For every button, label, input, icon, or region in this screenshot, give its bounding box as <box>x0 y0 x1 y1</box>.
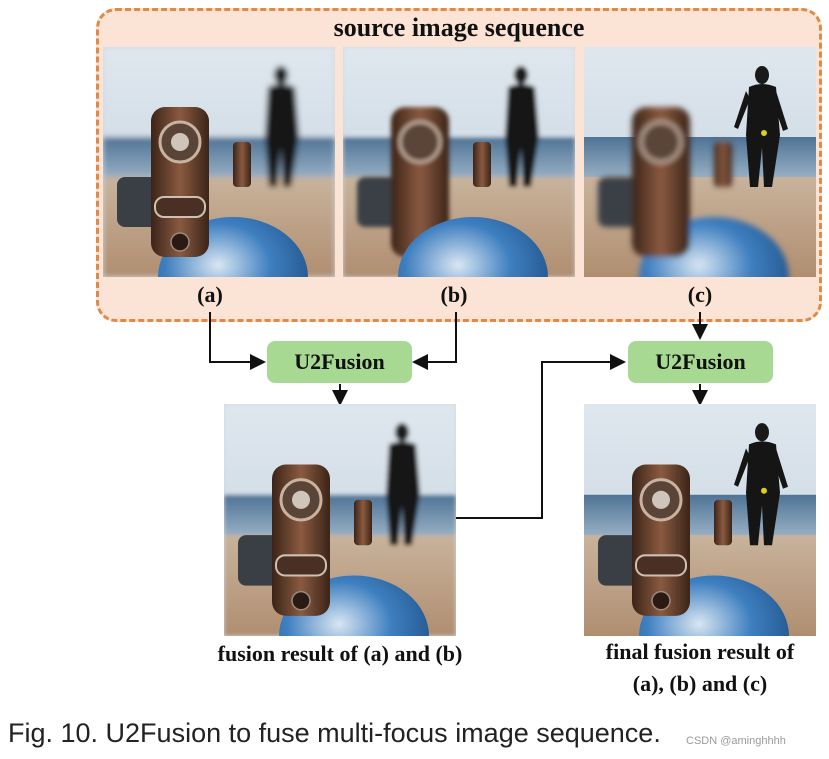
fusion-result-ab-image <box>224 404 456 636</box>
label-c: (c) <box>670 282 730 308</box>
source-group-title: source image sequence <box>96 13 822 43</box>
figure-caption: Fig. 10. U2Fusion to fuse multi-focus im… <box>8 718 661 749</box>
source-image-c <box>584 47 816 277</box>
u2fusion-node-2: U2Fusion <box>628 341 773 383</box>
final-fusion-result-label-line1: final fusion result of <box>560 639 829 665</box>
watermark: CSDN @aminghhhh <box>686 735 786 747</box>
source-image-b <box>343 47 575 277</box>
u2fusion-node-1: U2Fusion <box>267 341 412 383</box>
final-fusion-result-label-line2: (a), (b) and (c) <box>560 671 829 697</box>
fusion-result-ab-label: fusion result of (a) and (b) <box>160 641 520 667</box>
label-b: (b) <box>424 282 484 308</box>
source-image-a <box>103 47 335 277</box>
final-fusion-result-image <box>584 404 816 636</box>
label-a: (a) <box>180 282 240 308</box>
